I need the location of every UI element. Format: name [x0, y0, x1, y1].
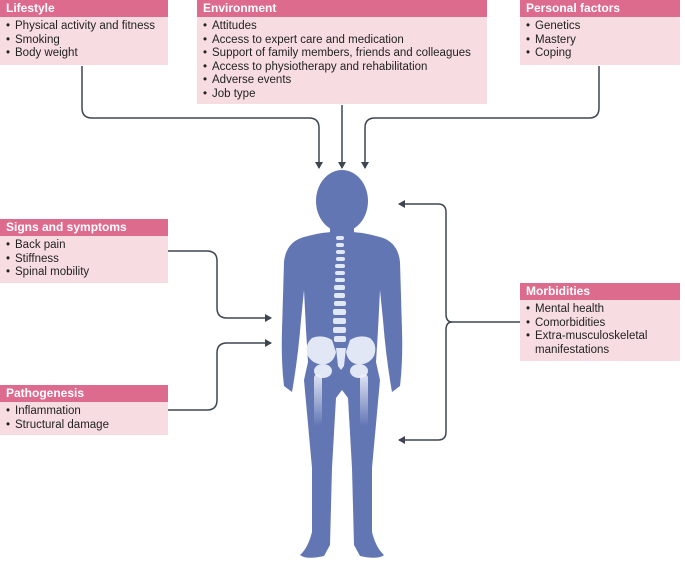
- spine: [333, 236, 346, 342]
- bullet-icon: •: [526, 316, 531, 329]
- human-body-silhouette: [281, 170, 403, 558]
- list-item: •Stiffness: [6, 252, 59, 265]
- list-item: •Coping: [526, 47, 572, 59]
- morbidities-title: Morbidities: [520, 283, 680, 300]
- bullet-icon: •: [6, 418, 11, 431]
- signs-and-symptoms-box: Signs and symptoms •Back pain •Stiffness…: [0, 219, 168, 283]
- bullet-icon: •: [6, 33, 11, 46]
- arrow-personal: [361, 66, 600, 169]
- bullet-icon: •: [526, 47, 531, 59]
- personal-factors-title: Personal factors: [520, 0, 680, 17]
- bullet-icon: •: [6, 405, 11, 417]
- morbidities-list: •Mental health •Comorbidities •Extra-mus…: [520, 300, 680, 360]
- list-item: •Adverse events: [203, 74, 292, 86]
- arrow-signs: [168, 250, 272, 322]
- pathogenesis-list: •Inflammation •Structural damage: [0, 402, 168, 435]
- list-item: •Mastery: [526, 33, 576, 46]
- pathogenesis-title: Pathogenesis: [0, 385, 168, 402]
- list-item: •Comorbidities: [526, 316, 606, 329]
- signs-and-symptoms-title: Signs and symptoms: [0, 219, 168, 236]
- morbidities-box: Morbidities •Mental health •Comorbiditie…: [520, 283, 680, 361]
- bullet-icon: •: [203, 60, 208, 73]
- list-item: •Mental health: [526, 303, 605, 315]
- bullet-icon: •: [526, 33, 531, 46]
- list-item: •Smoking: [6, 33, 60, 46]
- lifestyle-title: Lifestyle: [0, 0, 168, 17]
- signs-and-symptoms-list: •Back pain •Stiffness •Spinal mobility: [0, 236, 168, 283]
- list-item: •Job type: [203, 87, 256, 100]
- femurs: [314, 374, 368, 426]
- bullet-icon: •: [6, 47, 11, 59]
- list-item: •Back pain: [6, 239, 66, 251]
- personal-factors-box: Personal factors •Genetics •Mastery •Cop…: [520, 0, 680, 65]
- bullet-icon: •: [526, 330, 531, 342]
- bullet-icon: •: [6, 20, 11, 32]
- bullet-icon: •: [6, 239, 11, 251]
- bullet-icon: •: [203, 47, 208, 59]
- list-item: •Support of family members, friends and …: [203, 47, 471, 59]
- environment-title: Environment: [197, 0, 487, 17]
- arrow-morbidities-down: [398, 321, 453, 444]
- list-item: •Attitudes: [203, 20, 257, 32]
- bullet-icon: •: [203, 20, 208, 32]
- list-item: •Inflammation: [6, 405, 81, 417]
- environment-box: Environment •Attitudes •Access to expert…: [197, 0, 487, 104]
- list-item: •Spinal mobility: [6, 266, 90, 278]
- pathogenesis-box: Pathogenesis •Inflammation •Structural d…: [0, 385, 168, 435]
- list-item: •Access to physiotherapy and rehabilitat…: [203, 60, 428, 73]
- list-item: •Access to expert care and medication: [203, 33, 404, 46]
- bullet-icon: •: [526, 20, 531, 32]
- lifestyle-list: •Physical activity and fitness •Smoking …: [0, 17, 168, 64]
- bullet-icon: •: [6, 266, 11, 278]
- list-item: •Extra-musculoskeletal manifestations: [526, 330, 648, 356]
- bullet-icon: •: [203, 87, 208, 100]
- list-item: •Body weight: [6, 47, 78, 59]
- bullet-icon: •: [203, 33, 208, 46]
- bullet-icon: •: [6, 252, 11, 265]
- list-item: •Physical activity and fitness: [6, 20, 155, 32]
- list-item: •Genetics: [526, 20, 581, 32]
- arrow-morbidities-up: [398, 200, 453, 323]
- arrow-pathogenesis: [168, 339, 272, 411]
- bullet-icon: •: [526, 303, 531, 315]
- environment-list: •Attitudes •Access to expert care and me…: [197, 17, 487, 104]
- personal-factors-list: •Genetics •Mastery •Coping: [520, 17, 680, 64]
- arrow-lifestyle: [81, 66, 323, 169]
- bullet-icon: •: [203, 74, 208, 86]
- list-item: •Structural damage: [6, 418, 109, 431]
- lifestyle-box: Lifestyle •Physical activity and fitness…: [0, 0, 168, 65]
- connector-arrows: [81, 66, 600, 444]
